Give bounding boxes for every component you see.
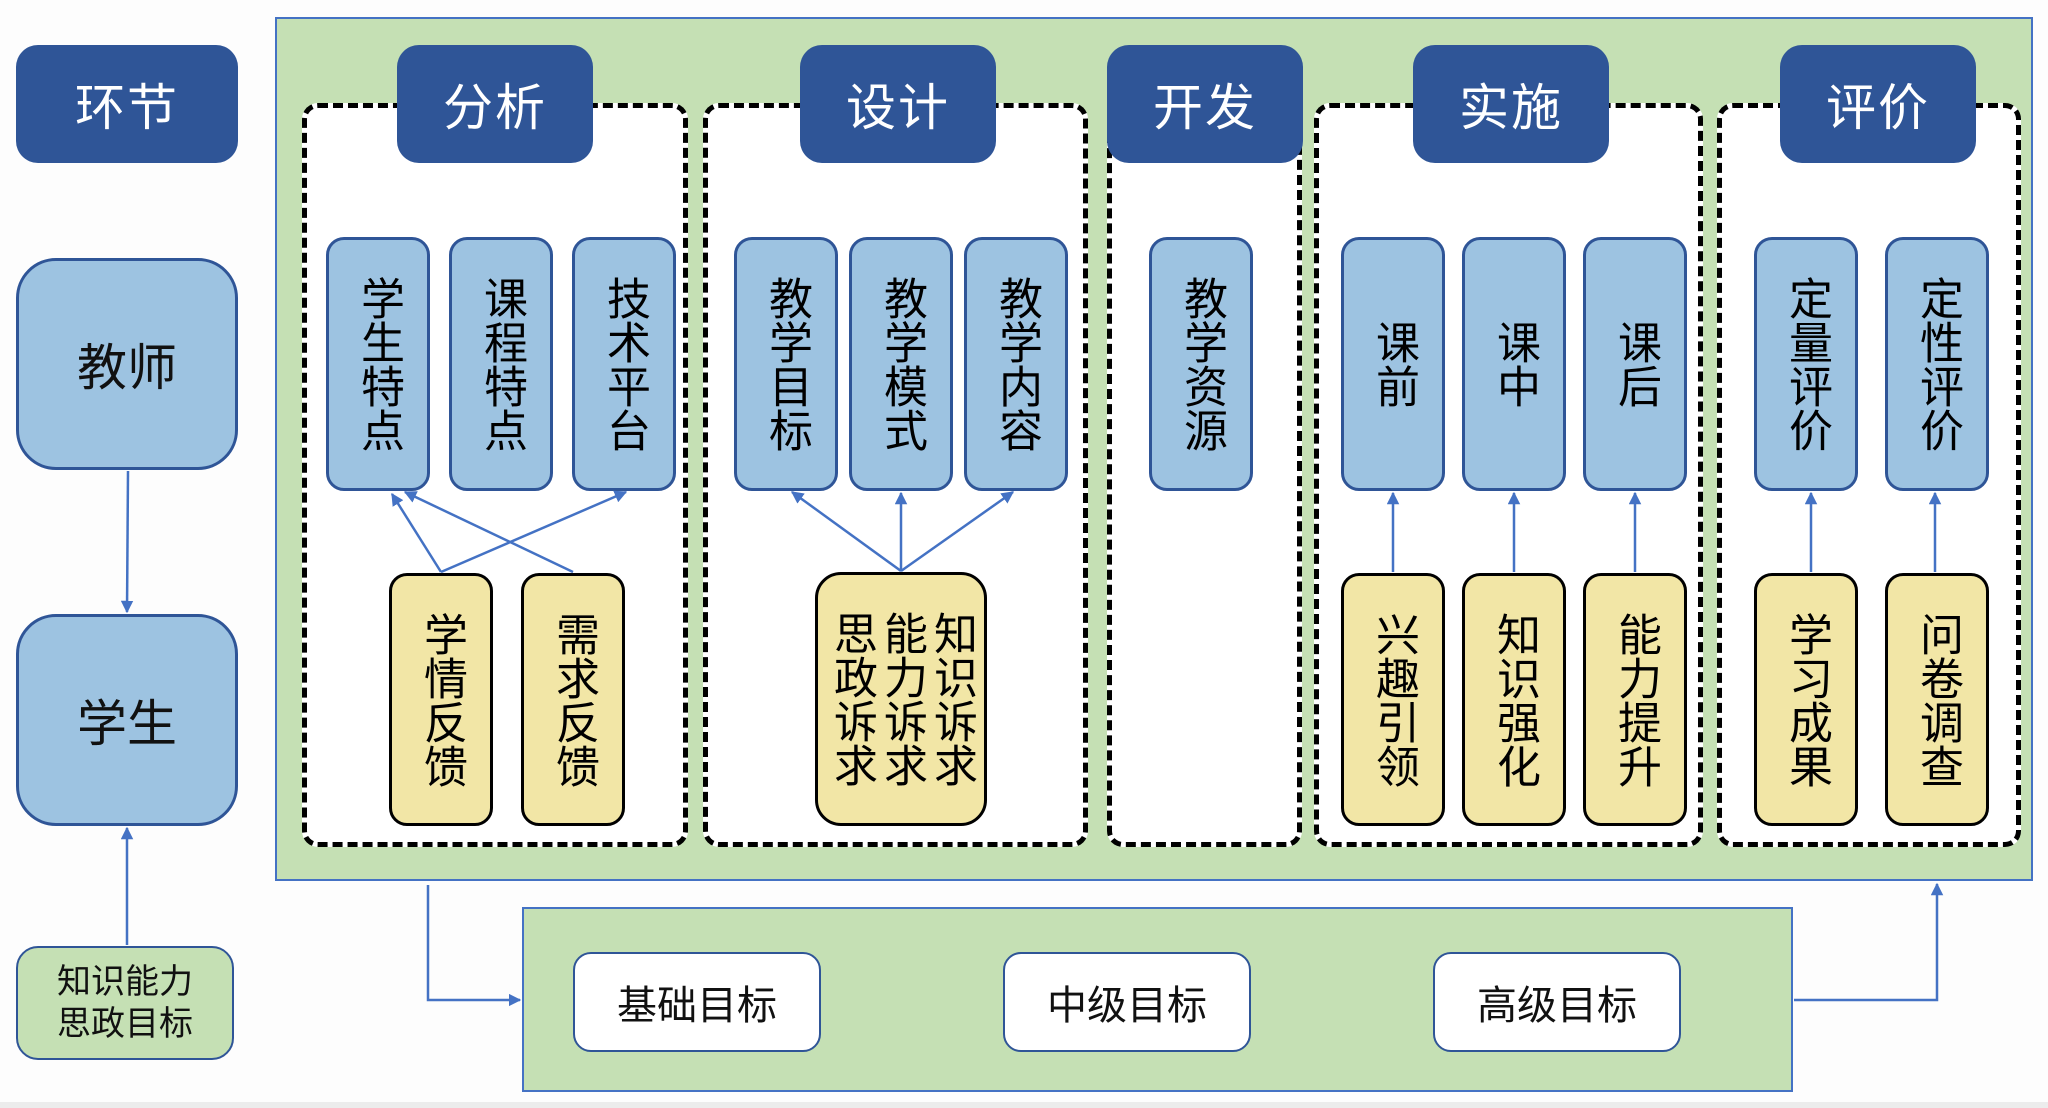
card-label: 学情反馈 [416, 611, 467, 788]
card-label: 能力提升 [1610, 611, 1661, 788]
goal-advanced: 高级目标 [1433, 952, 1681, 1052]
phase-analysis-header: 分析 [397, 45, 593, 163]
goal-basic: 基础目标 [573, 952, 821, 1052]
phase-evaluate-header: 评价 [1780, 45, 1976, 163]
card-label: 能力诉求 [876, 611, 927, 787]
teacher-box: 教师 [16, 258, 238, 470]
bottom-strip [0, 1102, 2048, 1108]
card-ability-improve: 能力提升 [1583, 573, 1687, 826]
phase-title: 评价 [1826, 79, 1930, 137]
card-interest-lead: 兴趣引领 [1341, 573, 1445, 826]
card-label: 知识诉求 [926, 611, 977, 787]
goal-label: 中级目标 [1047, 983, 1207, 1029]
arrow-goals-to-process [1794, 882, 1944, 1002]
card-knowledge-reinforce: 知识强化 [1462, 573, 1566, 826]
card-label: 教学内容 [991, 276, 1042, 452]
phase-title: 设计 [846, 79, 950, 137]
card-learning-outcomes: 学习成果 [1754, 573, 1858, 826]
card-survey: 问卷调查 [1885, 573, 1989, 826]
card-label: 教学资源 [1176, 276, 1227, 452]
card-quantitative-eval: 定量评价 [1754, 237, 1858, 491]
card-teaching-resources: 教学资源 [1149, 237, 1253, 491]
card-pre-class: 课前 [1341, 237, 1445, 491]
goal-label: 高级目标 [1477, 983, 1637, 1029]
stage-label: 环节 [75, 79, 179, 137]
card-label: 需求反馈 [548, 611, 599, 788]
phase-implement-header: 实施 [1413, 45, 1609, 163]
phase-design-header: 设计 [800, 45, 996, 163]
card-learning-feedback: 学情反馈 [389, 573, 493, 826]
card-label: 知识强化 [1489, 611, 1540, 788]
student-label: 学生 [77, 695, 177, 753]
card-label: 课前 [1368, 320, 1419, 408]
card-teaching-goals: 教学目标 [734, 237, 838, 491]
card-label: 课程特点 [476, 276, 527, 452]
card-student-traits: 学生特点 [326, 237, 430, 491]
card-label: 问卷调查 [1912, 611, 1963, 788]
card-label: 学生特点 [353, 276, 404, 452]
phase-develop-header: 开发 [1107, 45, 1303, 163]
card-demands: 知识诉求 能力诉求 思政诉求 [815, 572, 987, 826]
card-teaching-mode: 教学模式 [849, 237, 953, 491]
card-label: 教学模式 [876, 276, 927, 452]
card-label: 兴趣引领 [1368, 611, 1419, 788]
card-tech-platform: 技术平台 [572, 237, 676, 491]
student-box: 学生 [16, 614, 238, 826]
card-course-traits: 课程特点 [449, 237, 553, 491]
card-label: 课后 [1610, 320, 1661, 408]
card-label: 学习成果 [1781, 611, 1832, 788]
card-post-class: 课后 [1583, 237, 1687, 491]
phase-title: 分析 [443, 79, 547, 137]
card-needs-feedback: 需求反馈 [521, 573, 625, 826]
goal-intermediate: 中级目标 [1003, 952, 1251, 1052]
card-label: 定量评价 [1781, 276, 1832, 452]
objectives-line-2: 思政目标 [57, 1004, 193, 1044]
arrow-process-to-goals [426, 885, 522, 1007]
card-label: 技术平台 [599, 276, 650, 452]
card-teaching-content: 教学内容 [964, 237, 1068, 491]
phase-title: 开发 [1153, 79, 1257, 137]
objectives-line-1: 知识能力 [57, 961, 193, 1002]
phase-title: 实施 [1459, 79, 1563, 137]
teacher-label: 教师 [77, 339, 177, 397]
card-label: 定性评价 [1912, 276, 1963, 452]
card-qualitative-eval: 定性评价 [1885, 237, 1989, 491]
arrow-teacher-to-student [120, 470, 134, 614]
card-in-class: 课中 [1462, 237, 1566, 491]
stage-label-box: 环节 [16, 45, 238, 163]
card-label: 教学目标 [761, 276, 812, 452]
card-label: 思政诉求 [826, 611, 877, 787]
objectives-box: 知识能力 思政目标 [16, 946, 234, 1060]
goal-label: 基础目标 [617, 983, 777, 1029]
card-label: 课中 [1489, 320, 1540, 408]
